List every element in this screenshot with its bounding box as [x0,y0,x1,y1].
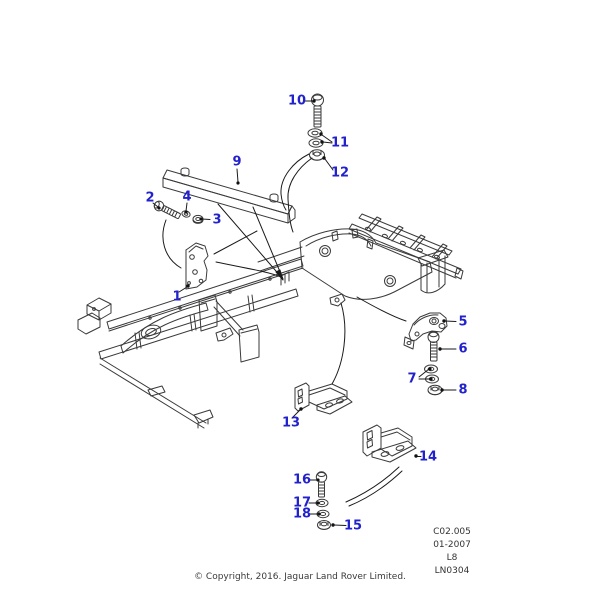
leader-dots [157,99,446,527]
callout-10: 10 [287,93,307,109]
callout-5: 5 [458,314,468,330]
callout-2: 2 [145,190,155,206]
leader-lines [152,100,457,526]
part-5-bracket [403,312,448,350]
callout-9: 9 [232,154,242,170]
part-8-nut [427,384,443,396]
part-12-nut [309,149,325,161]
callout-13: 13 [281,415,301,431]
model-code: L8 [446,553,458,563]
callout-16: 16 [292,472,312,488]
callout-3: 3 [212,212,222,228]
part-13-bracket [294,382,353,415]
callout-14: 14 [418,449,438,465]
chassis-front-rails [98,246,305,360]
callout-4: 4 [182,189,192,205]
callout-11: 11 [330,135,350,151]
part-15-nut [317,520,331,530]
drawing-number: C02.005 [433,527,471,537]
part-10-bolt [311,93,324,128]
chassis-rear-ladder [348,213,464,280]
callout-8: 8 [458,382,468,398]
copyright-notice: © Copyright, 2016. Jaguar Land Rover Lim… [194,572,406,582]
callout-17: 17 [292,495,312,511]
callout-6: 6 [458,341,468,357]
part-14-bracket [362,424,417,463]
part-1-bracket [185,242,209,290]
chassis-front-bumper [77,297,214,429]
part-2-bolt [153,200,181,220]
callout-18: 18 [292,506,312,522]
part-16-bolt [315,471,328,498]
chassis-swan-rail [120,302,234,354]
part-6-bolt [427,331,440,362]
chassis-crossmember-front [198,294,260,363]
callout-7: 7 [407,371,417,387]
part-11-washers [307,128,324,148]
sheet-code: LN0304 [434,566,470,576]
issue-date: 01-2007 [433,540,471,550]
callout-1: 1 [172,289,182,305]
chassis-center-deck [280,228,433,307]
callout-15: 15 [343,518,363,534]
drawing-reference-block: C02.005 01-2007 L8 LN0304 [412,526,492,578]
callout-12: 12 [330,165,350,181]
